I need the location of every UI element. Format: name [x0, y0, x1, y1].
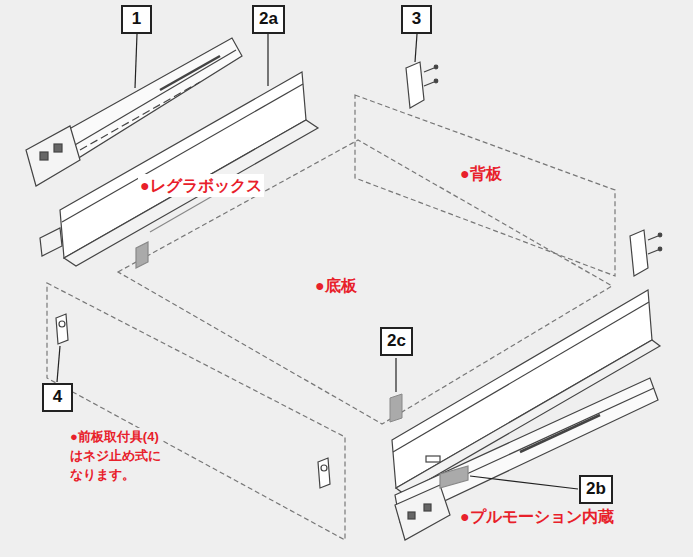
- callout-number: 2a: [259, 10, 278, 29]
- front-panel: [47, 283, 345, 540]
- callout-box: 2a: [252, 5, 285, 34]
- callout-number: 1: [132, 10, 141, 29]
- callout-box: 2c: [380, 327, 413, 356]
- leader-line: [57, 34, 578, 489]
- right-runner: [395, 378, 658, 540]
- part-label: ●底板: [313, 274, 359, 297]
- callout-box: 1: [121, 5, 152, 34]
- part-label: ●レグラボックス: [138, 174, 264, 197]
- part-label: ●プルモーション内蔵: [458, 505, 616, 528]
- front-fitting: [56, 314, 330, 488]
- callout-box: 2b: [579, 475, 613, 504]
- callout-number: 4: [53, 388, 62, 407]
- grey-tab: [390, 394, 402, 422]
- left-side-panel: [40, 72, 318, 268]
- callout-number: 3: [412, 10, 421, 29]
- back-panel: [355, 95, 615, 276]
- callout-box: 4: [42, 383, 73, 412]
- part-label: ●前板取付具(4)はネジ止め式に なります。: [68, 428, 163, 485]
- callout-number: 2b: [586, 480, 606, 499]
- callout-number: 2c: [387, 332, 406, 351]
- callout-box: 3: [401, 5, 432, 34]
- back-bracket: [406, 62, 662, 276]
- part-label: ●背板: [458, 162, 504, 185]
